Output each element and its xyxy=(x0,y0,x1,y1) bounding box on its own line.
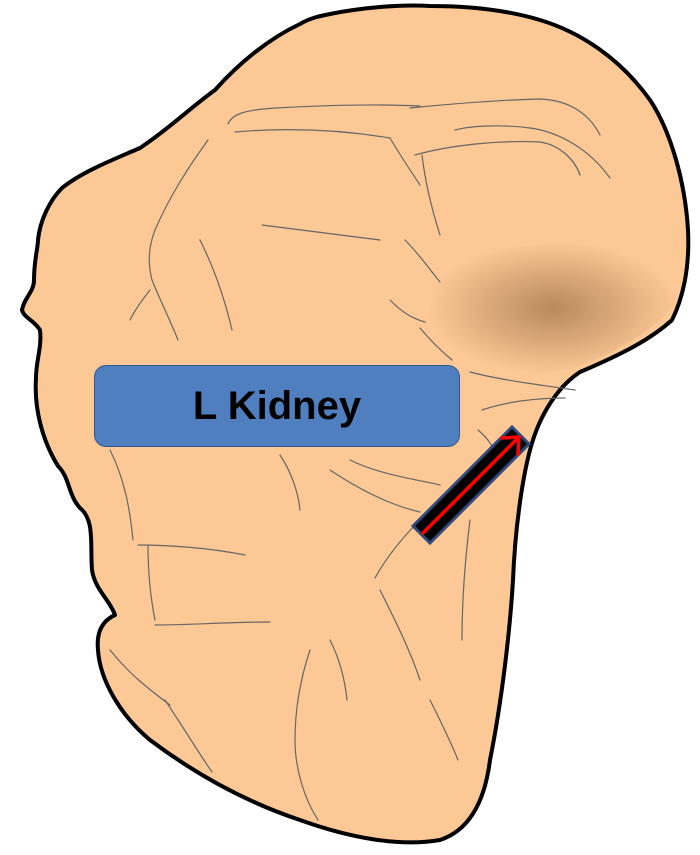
lesion-shading xyxy=(428,241,678,374)
kidney-label-text: L Kidney xyxy=(193,384,361,429)
kidney-label: L Kidney xyxy=(94,365,460,447)
